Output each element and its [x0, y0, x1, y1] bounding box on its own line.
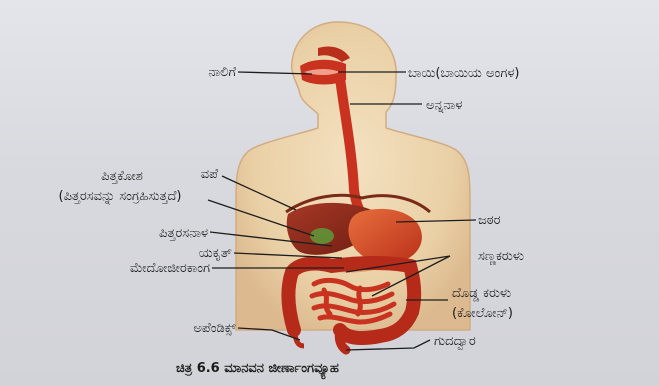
label-colon: (ಕೋಲೋನ್) [452, 306, 513, 321]
figure-caption: ಚಿತ್ರ 6.6 ಮಾನವನ ಜೀರ್ಣಾಂಗವ್ಯೂಹ [176, 361, 339, 380]
label-small-intestine: ಸಣ್ಣಕರುಳು [478, 249, 524, 265]
label-liver: ಯಕೃತ್ [199, 246, 233, 261]
label-diaphragm: ವಪೆ [201, 167, 219, 182]
label-anus: ಗುದದ್ವಾರ [434, 334, 476, 350]
label-gallbladder: ಪಿತ್ತಕೋಶ [101, 169, 143, 184]
label-pancreas: ಮೇದೋಜೀರಕಾಂಗ [130, 261, 210, 276]
label-esophagus: ಅನ್ನನಾಳ [426, 98, 462, 113]
label-large-intestine: ದೊಡ್ಡ ಕರುಳು [452, 286, 511, 301]
label-bile-duct: ಪಿತ್ತರಸನಾಳ [159, 226, 208, 241]
label-stomach: ಜಠರ [478, 213, 501, 228]
label-tongue: ನಾಲಿಗೆ [208, 65, 236, 80]
label-gallbladder-note: (ಪಿತ್ತರಸವನ್ನು ಸಂಗ್ರಹಿಸುತ್ತದೆ) [59, 189, 182, 204]
label-appendix: ಅಪೆಂಡಿಕ್ಸ್ [193, 321, 236, 336]
label-mouth: ಬಾಯಿ(ಬಾಯಿಯ ಅಂಗಳ) [408, 66, 519, 81]
